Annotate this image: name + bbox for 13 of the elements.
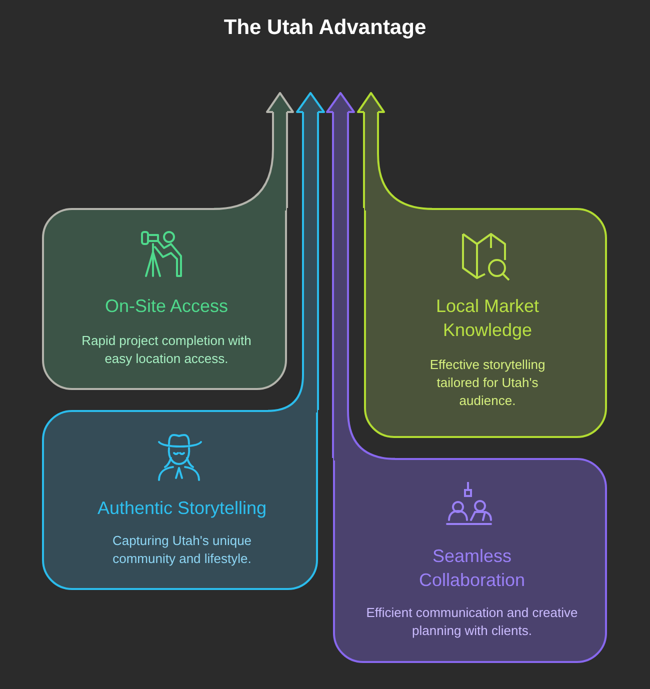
card-heading: Authentic Storytelling (96, 497, 268, 520)
card-description: Rapid project completion with easy location access. (80, 332, 252, 368)
feature-card (42, 208, 287, 390)
feature-card (333, 458, 607, 663)
feature-card (364, 208, 607, 438)
card-description: Efficient communication and creative planning with clients. (365, 604, 579, 640)
feature-card (42, 410, 318, 590)
card-heading: On-Site Access (104, 295, 230, 318)
diagram-title: The Utah Advantage (222, 16, 428, 40)
card-heading: Local Market Knowledge (434, 295, 540, 342)
card-description: Capturing Utah's unique community and lifestyle. (111, 532, 253, 568)
card-description: Effective storytelling tailored for Utah's audience. (428, 356, 546, 410)
card-heading: Seamless Collaboration (418, 545, 526, 592)
